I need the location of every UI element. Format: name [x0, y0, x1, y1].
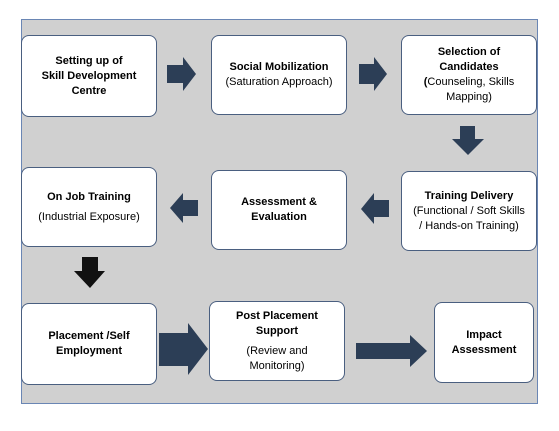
- step-selection-subtitle: (Counseling, Skills Mapping): [424, 75, 515, 105]
- step-ojt-title: On Job Training: [47, 190, 131, 203]
- step-selection: Selection of Candidates (Counseling, Ski…: [401, 35, 537, 115]
- step-assessment-title: Assessment & Evaluation: [241, 196, 317, 223]
- step-mobilization: Social Mobilization (Saturation Approach…: [211, 35, 347, 115]
- step-training-subtitle: (Functional / Soft Skills / Hands-on Tra…: [413, 204, 525, 232]
- step-mobilization-subtitle: (Saturation Approach): [225, 76, 333, 88]
- step-post-placement-subtitle: (Review and Monitoring): [246, 344, 308, 372]
- step-setup-title: Setting up of Skill Development Centre: [41, 54, 137, 97]
- step-mobilization-title: Social Mobilization: [229, 61, 329, 73]
- step-placement-title: Placement /Self Employment: [48, 330, 130, 357]
- step-placement: Placement /Self Employment: [21, 303, 157, 385]
- step-ojt-subtitle: (Industrial Exposure): [38, 210, 140, 223]
- step-selection-subtitle-text: Counseling, Skills Mapping): [427, 76, 515, 103]
- step-setup: Setting up of Skill Development Centre: [21, 35, 157, 117]
- step-selection-title: Selection of Candidates: [437, 46, 501, 73]
- step-post-placement-title: Post Placement Support: [236, 309, 318, 337]
- step-post-placement: Post Placement Support (Review and Monit…: [209, 301, 345, 381]
- step-impact: Impact Assessment: [434, 302, 534, 383]
- step-selection-subtitle-prefix: (: [423, 76, 428, 88]
- step-ojt: On Job Training (Industrial Exposure): [21, 167, 157, 247]
- step-training-title: Training Delivery: [424, 189, 514, 202]
- step-assessment: Assessment & Evaluation: [211, 170, 347, 250]
- step-training: Training Delivery (Functional / Soft Ski…: [401, 171, 537, 251]
- step-impact-title: Impact Assessment: [451, 328, 517, 356]
